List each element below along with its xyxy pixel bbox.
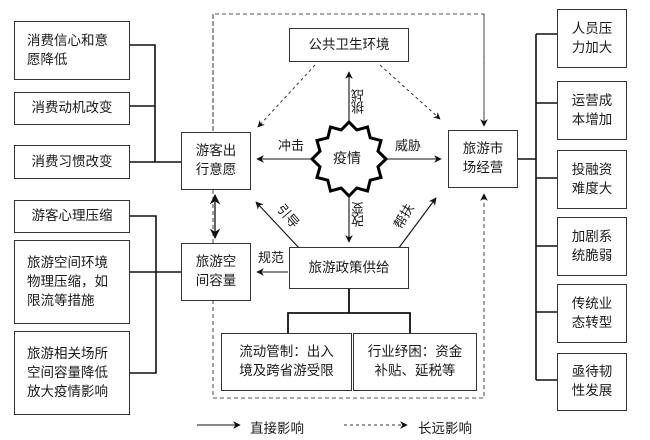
policy-child-box: 行业纾困：资金补贴、延税等 <box>353 333 477 391</box>
left-item-box: 旅游相关场所空间容量降低放大疫情影响 <box>14 331 130 415</box>
legend-long-term-label: 长远影响 <box>418 421 472 437</box>
space-capacity-box: 旅游空间容量 <box>181 243 251 301</box>
market-box: 旅游市场经营 <box>448 130 518 188</box>
left-item-box: 旅游空间环境物理压缩，如限流等措施 <box>14 240 130 324</box>
challenge-label: 挑战 <box>352 90 367 114</box>
long-term-frame <box>212 13 485 250</box>
right-item-box: 运营成本增加 <box>557 81 627 140</box>
policy-tree-connector <box>287 288 411 333</box>
left-item-box: 消费信心和意愿降低 <box>14 21 130 80</box>
right-item-box: 加剧系统脆弱 <box>557 217 627 276</box>
policy-box: 旅游政策供给 <box>289 247 409 289</box>
change-label: 改变 <box>352 203 367 227</box>
public-health-to-intention-arrow <box>257 64 316 128</box>
threat-label: 威胁 <box>395 139 422 154</box>
right-item-box: 亟待韧性发展 <box>557 353 627 411</box>
epidemic-label: 疫情 <box>333 151 361 167</box>
impact-label: 冲击 <box>278 139 305 154</box>
legend-direct-label: 直接影响 <box>250 421 304 437</box>
policy-child-box: 流动管制：出入境及跨省游受限 <box>221 333 352 391</box>
public-health-to-market-arrow <box>379 64 441 120</box>
public-health-box: 公共卫生环境 <box>289 28 409 62</box>
left-top-bracket <box>129 44 181 163</box>
left-item-box: 消费动机改变 <box>14 92 130 125</box>
regulate-label: 规范 <box>258 251 285 266</box>
right-item-box: 人员压力加大 <box>557 9 627 68</box>
guide-arrow <box>255 201 301 250</box>
right-item-box: 传统业态转型 <box>557 284 627 343</box>
long-term-frame-bottom <box>212 193 488 399</box>
left-item-box: 消费习惯改变 <box>14 145 130 179</box>
support-arrow <box>397 197 437 250</box>
left-bottom-bracket <box>129 215 181 374</box>
right-item-box: 投融资难度大 <box>557 150 627 209</box>
tourist-intention-box: 游客出行意愿 <box>181 132 251 190</box>
right-bracket <box>517 33 557 381</box>
left-item-box: 游客心理压缩 <box>14 200 130 233</box>
